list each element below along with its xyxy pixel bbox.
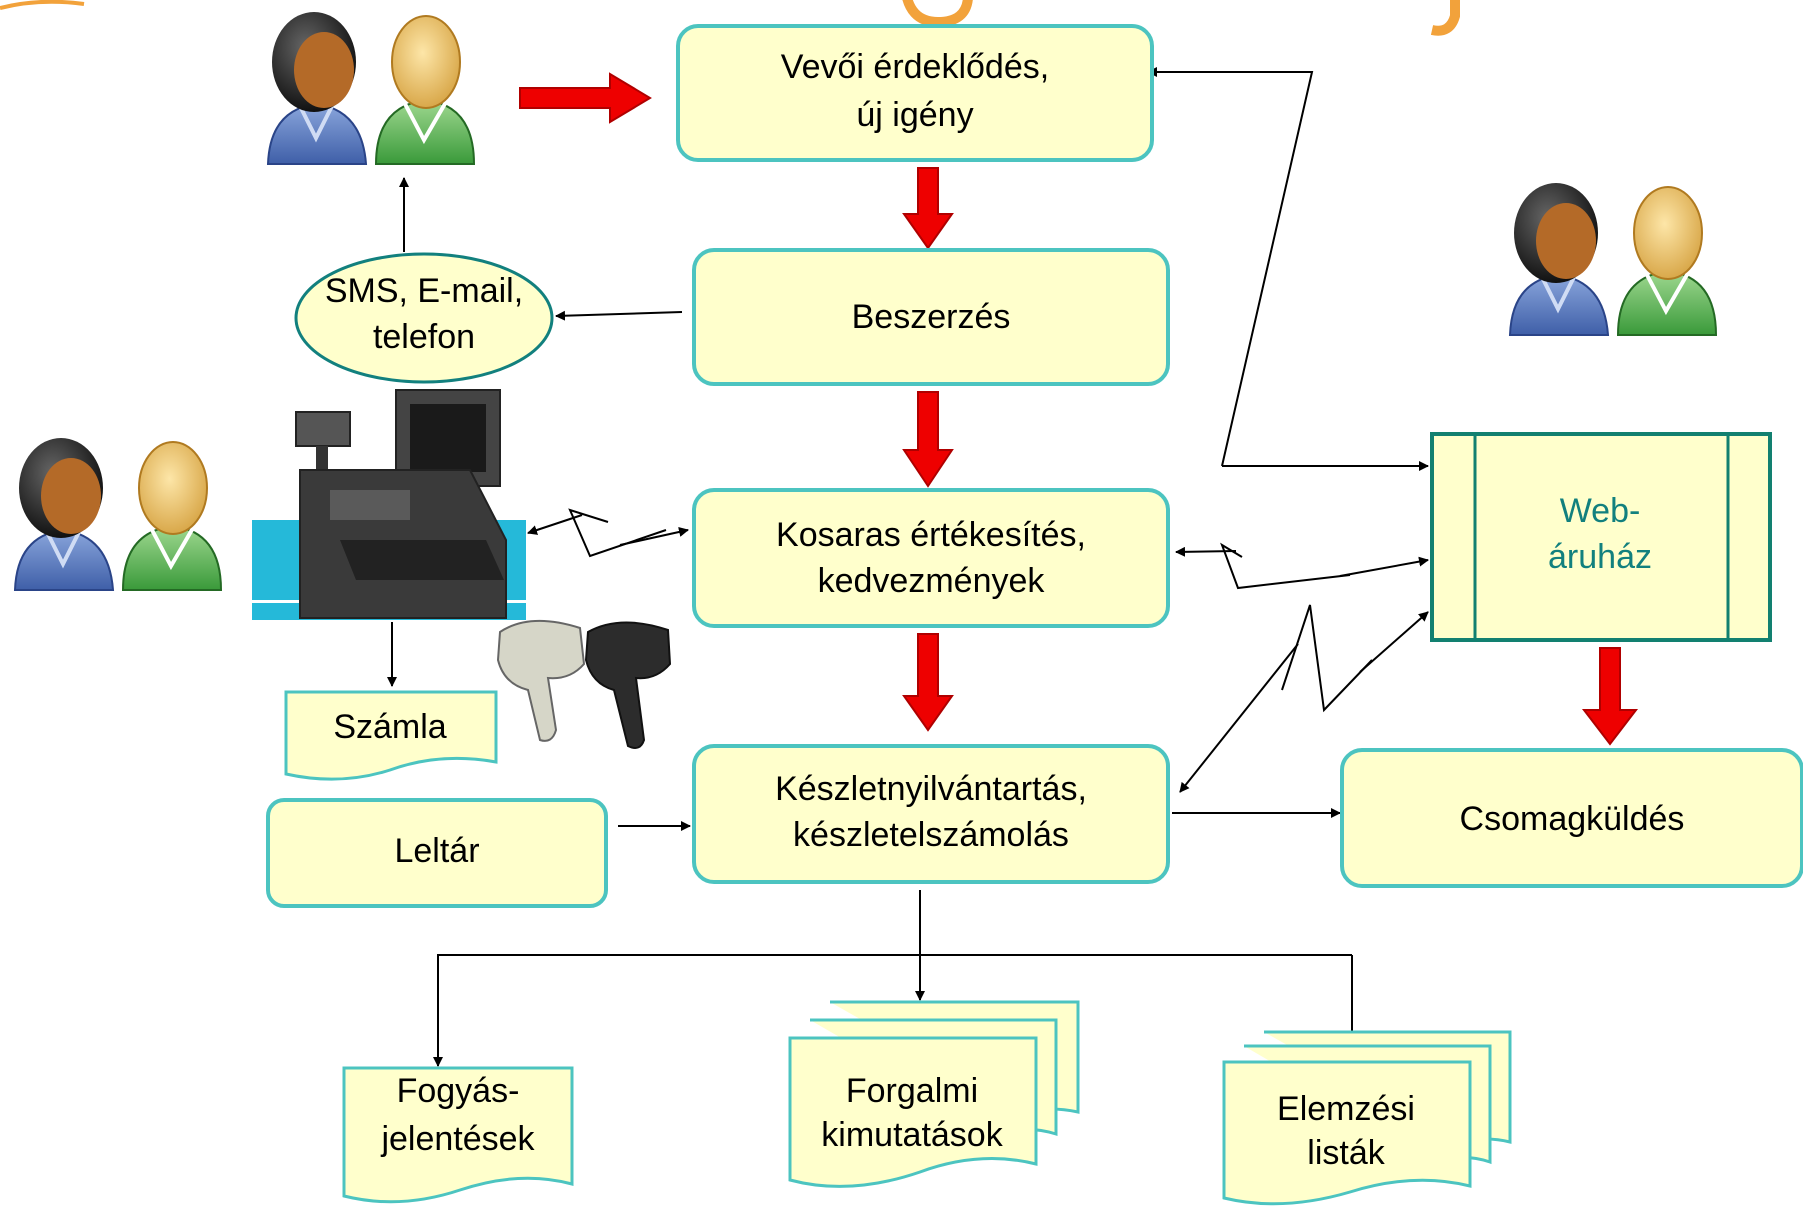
heading-fragment	[902, 0, 973, 28]
sales-label-2: kedvezmények	[818, 562, 1046, 600]
notify-label-1: SMS, E-mail,	[325, 272, 523, 310]
purchase-label: Beszerzés	[852, 298, 1011, 336]
inquiry-label-2: új igény	[856, 96, 973, 134]
report1-label-1: Fogyás-	[397, 1072, 520, 1110]
heading-fragment	[0, 0, 85, 10]
webshop-box: Web- áruház	[1430, 432, 1772, 642]
report2-label-1: Forgalmi	[846, 1072, 978, 1110]
webshop-label-1: Web-	[1560, 492, 1641, 530]
heading-fragment	[1430, 0, 1460, 36]
barcode-scanner-icon	[496, 619, 672, 749]
notify-label-2: telefon	[373, 318, 475, 356]
report-document-2: Forgalmi kimutatások	[788, 1000, 1080, 1188]
shipping-box: Csomagküldés	[1340, 748, 1803, 888]
customers-top-icon	[266, 10, 476, 166]
stocktake-box: Leltár	[266, 798, 608, 908]
flow-arrows	[519, 72, 1639, 746]
report3-label-2: listák	[1307, 1134, 1385, 1172]
report2-label-2: kimutatások	[821, 1116, 1003, 1154]
report3-label-1: Elemzési	[1277, 1090, 1415, 1128]
inquiry-label-1: Vevői érdeklődés,	[781, 48, 1049, 86]
inventory-box: Készletnyilvántartás, készletelszámolás	[692, 744, 1170, 884]
sales-label-1: Kosaras értékesítés,	[776, 516, 1086, 554]
customers-right-icon	[1508, 181, 1718, 337]
stocktake-label: Leltár	[394, 832, 479, 870]
invoice-label: Számla	[333, 708, 446, 746]
report-document-3: Elemzési listák	[1222, 1030, 1512, 1206]
connectors	[387, 67, 1429, 1067]
purchase-box: Beszerzés	[692, 248, 1170, 386]
customers-left-icon	[13, 436, 223, 592]
notification-channels: SMS, E-mail, telefon	[294, 252, 554, 384]
inventory-label-1: Készletnyilvántartás,	[775, 770, 1087, 808]
pos-terminal-icon	[250, 389, 528, 620]
invoice-document: Számla	[284, 690, 498, 781]
shipping-label: Csomagküldés	[1460, 800, 1685, 838]
webshop-label-2: áruház	[1548, 538, 1652, 576]
report-document-1: Fogyás- jelentések	[342, 1066, 574, 1204]
inquiry-box: Vevői érdeklődés, új igény	[676, 24, 1154, 162]
inventory-label-2: készletelszámolás	[793, 816, 1069, 854]
sales-box: Kosaras értékesítés, kedvezmények	[692, 488, 1170, 628]
report1-label-2: jelentések	[380, 1120, 535, 1158]
